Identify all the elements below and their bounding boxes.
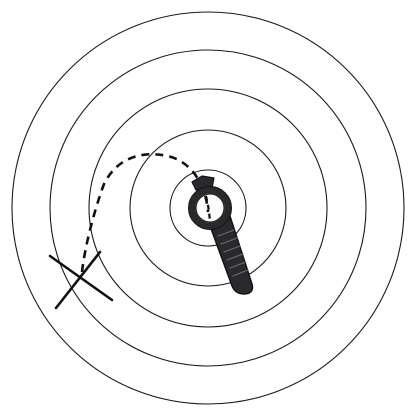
detector-ring	[192, 190, 228, 226]
dashed-path-inner	[206, 196, 210, 222]
